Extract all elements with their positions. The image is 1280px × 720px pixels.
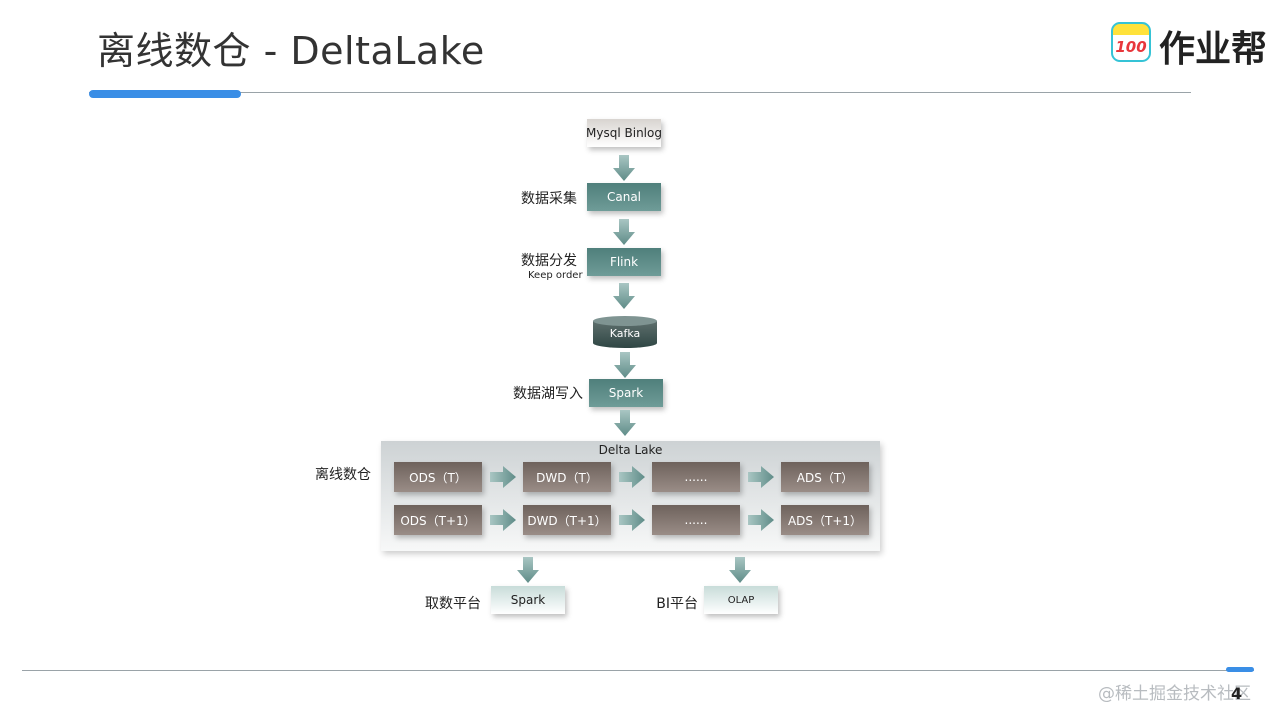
arrow-down-icon (517, 557, 539, 583)
arrow-right-icon (619, 466, 645, 488)
watermark: @稀土掘金技术社区 (1098, 684, 1251, 704)
page-number: 4 (1231, 684, 1243, 703)
header-accent-bar (89, 90, 241, 98)
warehouse-label: 离线数仓 (315, 467, 371, 483)
collect-node-canal: Canal (587, 183, 661, 211)
fetch-node-spark: Spark (491, 586, 565, 614)
footer-divider (22, 670, 1254, 671)
header-divider (89, 92, 1191, 93)
dispatch-node-flink: Flink (587, 248, 661, 276)
row-t1-node-ellipsis: ...... (652, 505, 740, 535)
arrow-down-icon (613, 219, 635, 245)
row-t-node-dwd: DWD（T） (523, 462, 611, 492)
delta-lake-panel-title: Delta Lake (598, 443, 663, 457)
write-label: 数据湖写入 (513, 386, 583, 402)
arrow-down-icon (729, 557, 751, 583)
arrow-right-icon (490, 466, 516, 488)
logo-badge-icon: 100 (1111, 22, 1151, 62)
arrow-down-icon (613, 155, 635, 181)
bi-node-olap: OLAP (704, 586, 778, 614)
logo-text: 作业帮 (1159, 29, 1268, 70)
bi-platform-label: BI平台 (656, 596, 698, 612)
queue-node-kafka: Kafka (593, 316, 657, 348)
arrow-right-icon (619, 509, 645, 531)
page-title: 离线数仓 - DeltaLake (97, 29, 485, 73)
row-t1-node-ods: ODS（T+1） (394, 505, 482, 535)
arrow-down-icon (613, 283, 635, 309)
queue-node-label: Kafka (610, 327, 641, 340)
arrow-down-icon (614, 352, 636, 378)
arrow-right-icon (490, 509, 516, 531)
arrow-right-icon (748, 466, 774, 488)
row-t1-node-ads: ADS（T+1） (781, 505, 869, 535)
row-t-node-ellipsis: ...... (652, 462, 740, 492)
arrow-down-icon (614, 410, 636, 436)
footer-accent-bar (1226, 667, 1254, 672)
source-node-mysql-binlog: Mysql Binlog (586, 119, 662, 147)
row-t-node-ods: ODS（T） (394, 462, 482, 492)
row-t1-node-dwd: DWD（T+1） (523, 505, 611, 535)
dispatch-sublabel: Keep order (528, 270, 583, 281)
row-t-node-ads: ADS（T） (781, 462, 869, 492)
collect-label: 数据采集 (521, 191, 577, 207)
write-node-spark: Spark (589, 379, 663, 407)
fetch-platform-label: 取数平台 (425, 596, 481, 612)
dispatch-label: 数据分发 (521, 253, 577, 269)
arrow-right-icon (748, 509, 774, 531)
